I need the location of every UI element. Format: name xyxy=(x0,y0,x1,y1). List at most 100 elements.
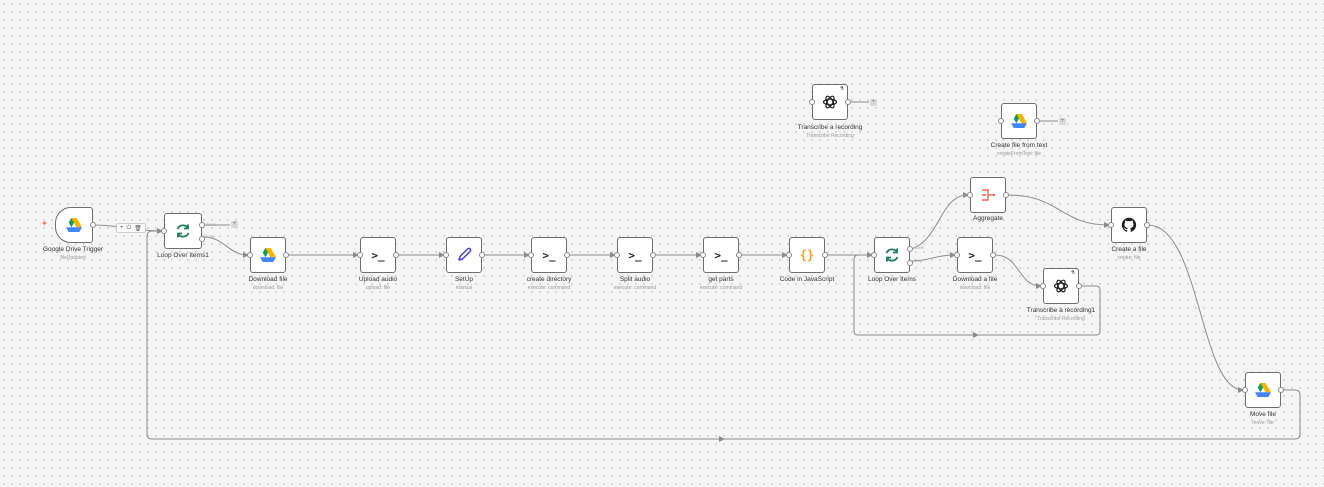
node-label: Loop Over Items1 xyxy=(157,252,209,259)
openai-icon xyxy=(822,94,838,110)
output-port[interactable] xyxy=(1076,283,1082,289)
output-port[interactable] xyxy=(822,252,828,258)
output-port[interactable] xyxy=(283,252,289,258)
node-label: Code in JavaScript xyxy=(779,276,835,283)
input-port[interactable] xyxy=(871,252,877,258)
add-node-button[interactable]: + xyxy=(1059,118,1066,125)
input-port[interactable] xyxy=(614,252,620,258)
node-label: create directory xyxy=(526,276,572,283)
node-download-file[interactable] xyxy=(247,237,289,273)
node-sublabel: Transcribe Recording xyxy=(806,133,854,139)
input-port[interactable] xyxy=(954,252,960,258)
input-port[interactable] xyxy=(1040,283,1046,289)
input-port[interactable] xyxy=(700,252,706,258)
google-drive-icon xyxy=(1011,114,1027,128)
pen-icon xyxy=(456,247,472,263)
node-transcribe-recording[interactable]: ⚗ xyxy=(809,84,851,120)
output-port[interactable] xyxy=(564,252,570,258)
input-port[interactable] xyxy=(247,252,253,258)
done-port[interactable] xyxy=(907,246,913,252)
output-port[interactable] xyxy=(1144,222,1150,228)
output-port[interactable] xyxy=(1003,192,1009,198)
wire-download2-transcribe1 xyxy=(994,254,1042,289)
node-sublabel: Transcribe Recording xyxy=(1037,316,1085,322)
node-loop-over-items1[interactable] xyxy=(161,213,205,249)
node-sublabel: move: file xyxy=(1252,420,1274,426)
google-drive-icon xyxy=(260,248,276,262)
input-port[interactable] xyxy=(967,192,973,198)
output-port[interactable] xyxy=(1034,118,1040,124)
node-label: Create a file xyxy=(1111,246,1147,253)
node-create-directory[interactable]: >_ xyxy=(528,237,570,273)
refresh-icon xyxy=(175,223,191,239)
node-label: Google Drive Trigger xyxy=(43,246,103,253)
node-sublabel: download: file xyxy=(959,285,991,291)
node-move-file[interactable] xyxy=(1242,372,1284,408)
input-port[interactable] xyxy=(998,118,1004,124)
terminal-icon: >_ xyxy=(714,248,728,262)
node-sublabel: manual xyxy=(455,285,473,291)
node-aggregate[interactable] xyxy=(967,177,1009,213)
node-download-a-file[interactable]: >_ xyxy=(954,237,996,273)
input-port[interactable] xyxy=(357,252,363,258)
output-port[interactable] xyxy=(990,252,996,258)
node-create-a-file[interactable] xyxy=(1108,207,1150,243)
input-port[interactable] xyxy=(1108,222,1114,228)
add-node-button[interactable]: + xyxy=(120,225,124,231)
input-port[interactable] xyxy=(809,99,815,105)
node-label: Transcribe a recording1 xyxy=(1026,307,1096,314)
delete-connection-button[interactable]: 🗑 xyxy=(134,225,142,232)
node-setup[interactable] xyxy=(443,237,485,273)
wire-loop-aggregate xyxy=(910,192,969,250)
node-create-file-from-text[interactable] xyxy=(998,103,1040,139)
output-port[interactable] xyxy=(479,252,485,258)
node-sublabel: execute: command xyxy=(613,285,657,291)
terminal-icon: >_ xyxy=(968,248,982,262)
node-transcribe-recording1[interactable]: ⚗ xyxy=(1040,268,1082,304)
node-get-parts[interactable]: >_ xyxy=(700,237,742,273)
openai-icon xyxy=(1053,278,1069,294)
trigger-sparkle-icon: ✦ xyxy=(41,219,48,228)
done-port[interactable] xyxy=(199,222,205,228)
node-label: get parts xyxy=(708,276,734,283)
output-port[interactable] xyxy=(650,252,656,258)
loop-branch-label: loop xyxy=(914,258,923,263)
node-label: Transcribe a recording xyxy=(797,124,863,131)
input-port[interactable] xyxy=(443,252,449,258)
output-port[interactable] xyxy=(736,252,742,258)
output-port[interactable] xyxy=(1278,387,1284,393)
node-label: Download a file xyxy=(952,276,998,283)
node-sublabel: download: file xyxy=(252,285,284,291)
node-sublabel: execute: command xyxy=(699,285,743,291)
input-port[interactable] xyxy=(161,228,167,234)
node-upload-audio[interactable]: >_ xyxy=(357,237,399,273)
node-label: Split audio xyxy=(619,276,651,283)
github-icon xyxy=(1121,217,1137,233)
braces-icon: {} xyxy=(799,248,815,262)
node-code-in-javascript[interactable]: {} xyxy=(786,237,828,273)
node-sublabel: create: file xyxy=(1117,255,1141,261)
node-loop-over-items[interactable] xyxy=(871,237,913,273)
input-port[interactable] xyxy=(528,252,534,258)
output-port[interactable] xyxy=(90,222,96,228)
node-sublabel: createFromText: file xyxy=(997,151,1041,157)
input-port[interactable] xyxy=(786,252,792,258)
input-port[interactable] xyxy=(1242,387,1248,393)
loop-port[interactable] xyxy=(907,260,913,266)
disable-connection-button[interactable]: ⏻ xyxy=(126,224,132,231)
add-node-button[interactable]: + xyxy=(231,221,238,228)
output-port[interactable] xyxy=(393,252,399,258)
node-google-drive-trigger[interactable] xyxy=(55,207,96,243)
wire-github-move xyxy=(1147,224,1244,393)
node-sublabel: upload: file xyxy=(365,285,391,291)
node-split-audio[interactable]: >_ xyxy=(614,237,656,273)
node-label: Move file xyxy=(1249,411,1276,418)
output-port[interactable] xyxy=(845,99,851,105)
node-label: Aggregate xyxy=(973,215,1003,222)
terminal-icon: >_ xyxy=(371,248,385,262)
loop-port[interactable] xyxy=(199,236,205,242)
add-node-button[interactable]: + xyxy=(870,99,877,106)
node-label: SetUp xyxy=(454,276,474,283)
aggregate-icon xyxy=(980,188,996,202)
